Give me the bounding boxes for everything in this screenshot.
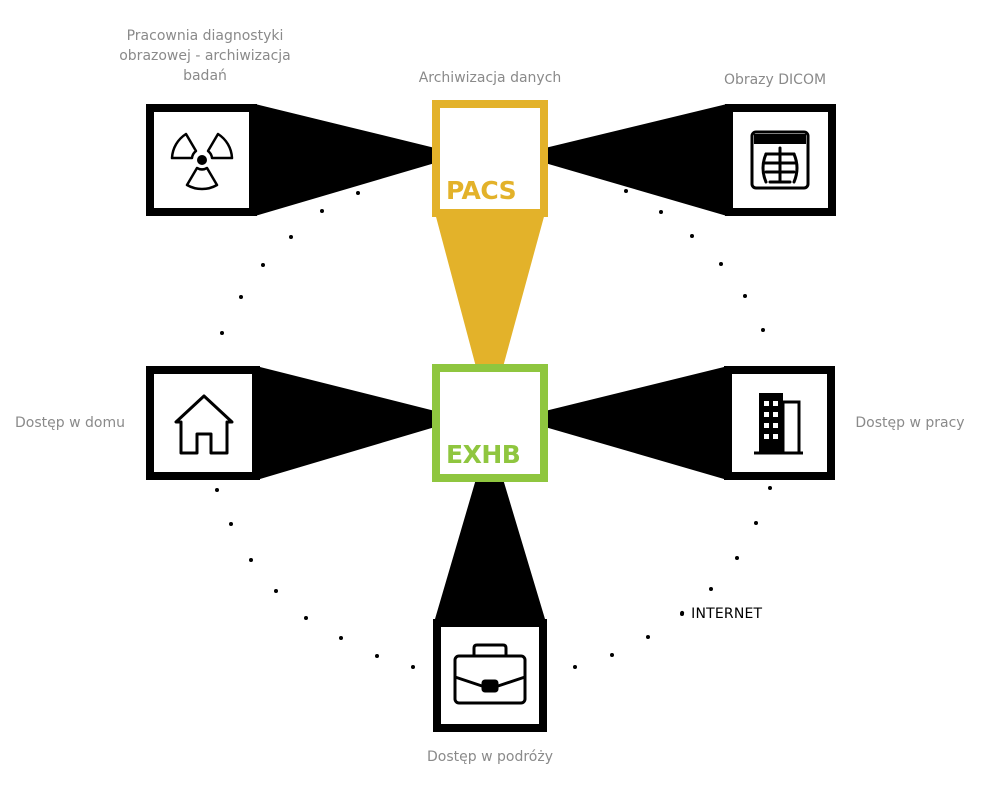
beam-travel-exhb <box>435 479 545 619</box>
beam-pacs-exhb <box>435 213 545 367</box>
label-pacs-caption: Archiwizacja danych <box>418 70 562 86</box>
label-radiology: Pracownia diagnostyki obrazowej - archiw… <box>119 28 291 84</box>
radiation-icon <box>170 132 234 191</box>
internet-text: INTERNET <box>691 606 763 622</box>
beam-dicom-pacs <box>545 104 727 216</box>
pacs-title: PACS <box>446 176 517 205</box>
internet-label: • INTERNET <box>678 606 762 622</box>
node-work <box>724 366 835 480</box>
beam-radiology-pacs <box>255 104 435 216</box>
node-home <box>146 366 260 480</box>
label-dicom: Obrazy DICOM <box>723 72 827 88</box>
node-dicom <box>725 104 836 216</box>
node-radiology <box>146 104 257 216</box>
office-building-icon <box>754 393 803 455</box>
beam-work-exhb <box>545 367 724 479</box>
internet-bullet: • <box>678 606 692 622</box>
label-home: Dostęp w domu <box>15 415 125 431</box>
briefcase-icon <box>453 643 527 705</box>
hub-exhb <box>432 364 548 482</box>
label-travel: Dostęp w podróży <box>427 749 553 765</box>
exhb-title: EXHB <box>446 440 521 469</box>
label-work: Dostęp w pracy <box>855 415 965 431</box>
node-travel <box>433 619 547 732</box>
hub-pacs <box>432 100 548 217</box>
internet-dotted-ring <box>215 189 772 669</box>
beam-home-exhb <box>260 367 435 479</box>
xray-icon <box>750 130 810 190</box>
house-icon <box>174 394 234 455</box>
